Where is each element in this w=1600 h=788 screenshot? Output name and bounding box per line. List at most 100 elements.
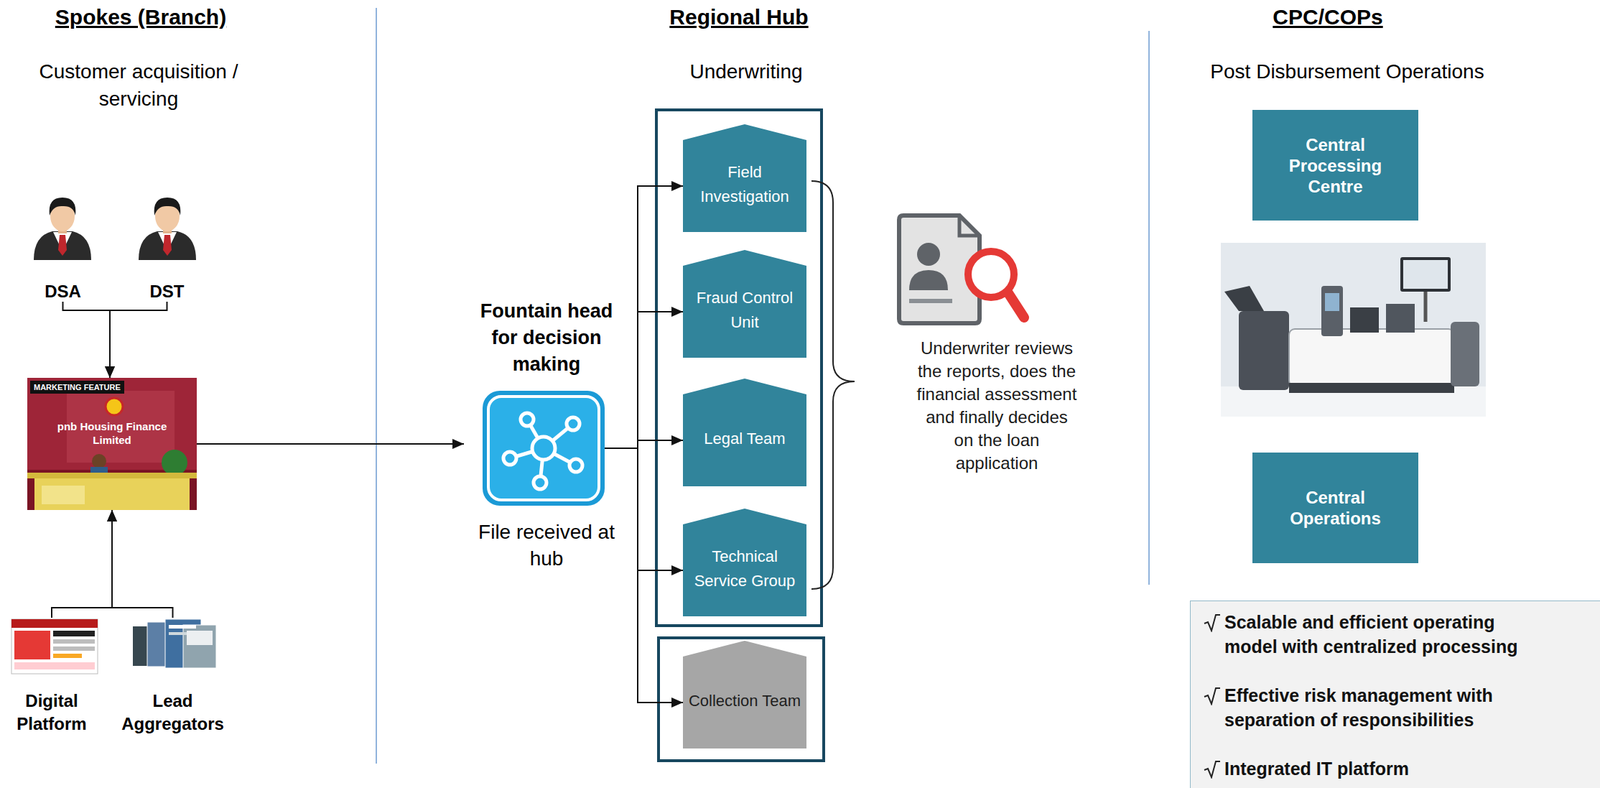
lead-aggregator-screens xyxy=(186,630,213,645)
connector-arrow xyxy=(604,448,683,571)
column-subtitle-box: Customer acquisition / servicing xyxy=(16,58,261,113)
hub-icon xyxy=(532,436,556,460)
underwriter-note-text: Underwriter reviews the reports, does th… xyxy=(914,336,1079,475)
process-box-text: Central Operations xyxy=(1265,486,1406,529)
team-box-text: Collection Team xyxy=(685,688,804,714)
process-box: Central Processing Centre xyxy=(1252,109,1419,221)
hub-icon xyxy=(482,390,605,506)
team-box-text: Technical Service Group xyxy=(685,544,804,594)
mailing-machine-photo xyxy=(1238,310,1290,390)
digital-platform-screenshot xyxy=(53,639,95,644)
agent-figure-text: DST xyxy=(132,281,202,302)
person-icon xyxy=(33,197,92,260)
mailing-machine-photo xyxy=(1350,307,1379,333)
hub-icon xyxy=(503,451,517,465)
digital-platform-screenshot xyxy=(53,653,82,658)
branch-photo-box-text: pnb Housing Finance Limited xyxy=(37,419,187,447)
collection-frame xyxy=(658,637,824,761)
underwriter-icon xyxy=(899,215,1025,324)
curly-brace xyxy=(811,180,855,589)
team-box-text: Fraud Control Unit xyxy=(685,285,804,335)
house-shape xyxy=(682,508,807,617)
house-shape xyxy=(682,124,807,232)
mailing-machine-photo xyxy=(1289,382,1455,393)
connector-arrow xyxy=(604,185,683,449)
mailing-machine-photo xyxy=(1220,242,1486,417)
column-divider xyxy=(375,7,378,764)
branch-photo-box-text: MARKETING FEATURE xyxy=(30,380,125,394)
hub-icon xyxy=(482,390,605,506)
branch-photo xyxy=(161,449,188,476)
underwriting-frame xyxy=(656,109,822,626)
team-box-text: Field Investigation xyxy=(685,160,804,209)
mailing-machine-photo xyxy=(1400,257,1451,292)
mailing-machine-photo xyxy=(1289,328,1455,387)
team-box: Technical Service Group xyxy=(682,508,807,617)
mailing-machine-photo xyxy=(1385,303,1415,333)
column-subtitle: Underwriting xyxy=(602,58,890,86)
mailing-machine-photo xyxy=(1220,242,1486,417)
connector-arrow xyxy=(63,301,111,378)
team-box: Field Investigation xyxy=(682,124,807,232)
benefit-panel: Scalable and efficient operating model w… xyxy=(1189,600,1600,788)
agent-figure-text: DSA xyxy=(28,281,97,302)
person-icon xyxy=(138,197,197,260)
process-box-text: Central Processing Centre xyxy=(1265,134,1406,197)
underwriter-icon xyxy=(909,298,953,304)
process-box: Central Operations xyxy=(1252,452,1419,564)
underwriter-note: Underwriter reviews the reports, does th… xyxy=(914,212,1079,475)
branch-photo xyxy=(27,377,197,510)
column-heading-box: Regional Hub xyxy=(595,4,883,31)
benefit-panel-text: Scalable and efficient operating model w… xyxy=(1190,609,1600,659)
team-box: Fraud Control Unit xyxy=(682,249,807,358)
hub-icon xyxy=(503,412,583,490)
column-subtitle-box: Post Disbursement Operations xyxy=(1146,58,1549,86)
source-figure-text: Digital Platform xyxy=(7,689,97,736)
hub-icon xyxy=(520,412,534,426)
agent-figure: DST xyxy=(132,192,202,302)
house-shape xyxy=(682,378,807,487)
lead-aggregator-screens xyxy=(183,624,217,668)
column-heading-box: CPC/COPs xyxy=(1184,4,1472,31)
mailing-machine-photo xyxy=(1403,259,1448,289)
source-figure: Lead Aggregators xyxy=(109,617,236,736)
column-heading: Regional Hub xyxy=(595,4,883,31)
house-shape xyxy=(682,640,807,749)
column-subtitle-box: Underwriting xyxy=(602,58,890,86)
connector-arrow xyxy=(109,301,168,378)
connector-arrow xyxy=(112,509,174,618)
digital-platform-screenshot xyxy=(14,630,51,660)
lead-aggregator-screens xyxy=(132,619,217,668)
connector-arrow xyxy=(196,443,464,445)
underwriter-icon xyxy=(909,270,948,291)
mailing-machine-photo xyxy=(1450,321,1480,387)
agent-figure: DSA xyxy=(28,192,97,302)
connector-arrow xyxy=(51,509,113,618)
branch-photo xyxy=(105,397,123,416)
branch-photo xyxy=(34,478,190,510)
source-figure-text: Lead Aggregators xyxy=(109,689,236,736)
mailing-machine-photo xyxy=(1321,285,1343,337)
connector-arrow xyxy=(604,311,683,449)
hub-node: Fountain head for decision makingFile re… xyxy=(463,298,630,572)
hub-icon xyxy=(566,417,580,431)
column-subtitle: Customer acquisition / servicing xyxy=(16,58,261,113)
hub-icon xyxy=(569,458,583,472)
benefit-panel-text: Integrated IT platform xyxy=(1190,756,1600,781)
column-subtitle: Post Disbursement Operations xyxy=(1146,58,1549,86)
underwriter-icon xyxy=(1008,292,1025,318)
column-heading: Spokes (Branch) xyxy=(0,4,285,31)
branch-photo xyxy=(27,377,197,510)
hub-node-text: Fountain head for decision making xyxy=(471,298,622,378)
underwriter-icon xyxy=(959,215,980,236)
hub-icon xyxy=(533,476,547,490)
lead-aggregator-screens xyxy=(168,624,197,629)
mailing-machine-photo xyxy=(1324,292,1340,311)
digital-platform-screenshot xyxy=(11,619,98,628)
underwriter-icon xyxy=(968,251,1015,298)
mailing-machine-photo xyxy=(1224,285,1264,311)
branch-photo-box: MARKETING FEATURE pnb Housing Finance Lim… xyxy=(27,377,197,510)
team-box: Legal Team xyxy=(682,378,807,487)
underwriter-icon xyxy=(917,242,941,266)
column-heading: CPC/COPs xyxy=(1184,4,1472,31)
